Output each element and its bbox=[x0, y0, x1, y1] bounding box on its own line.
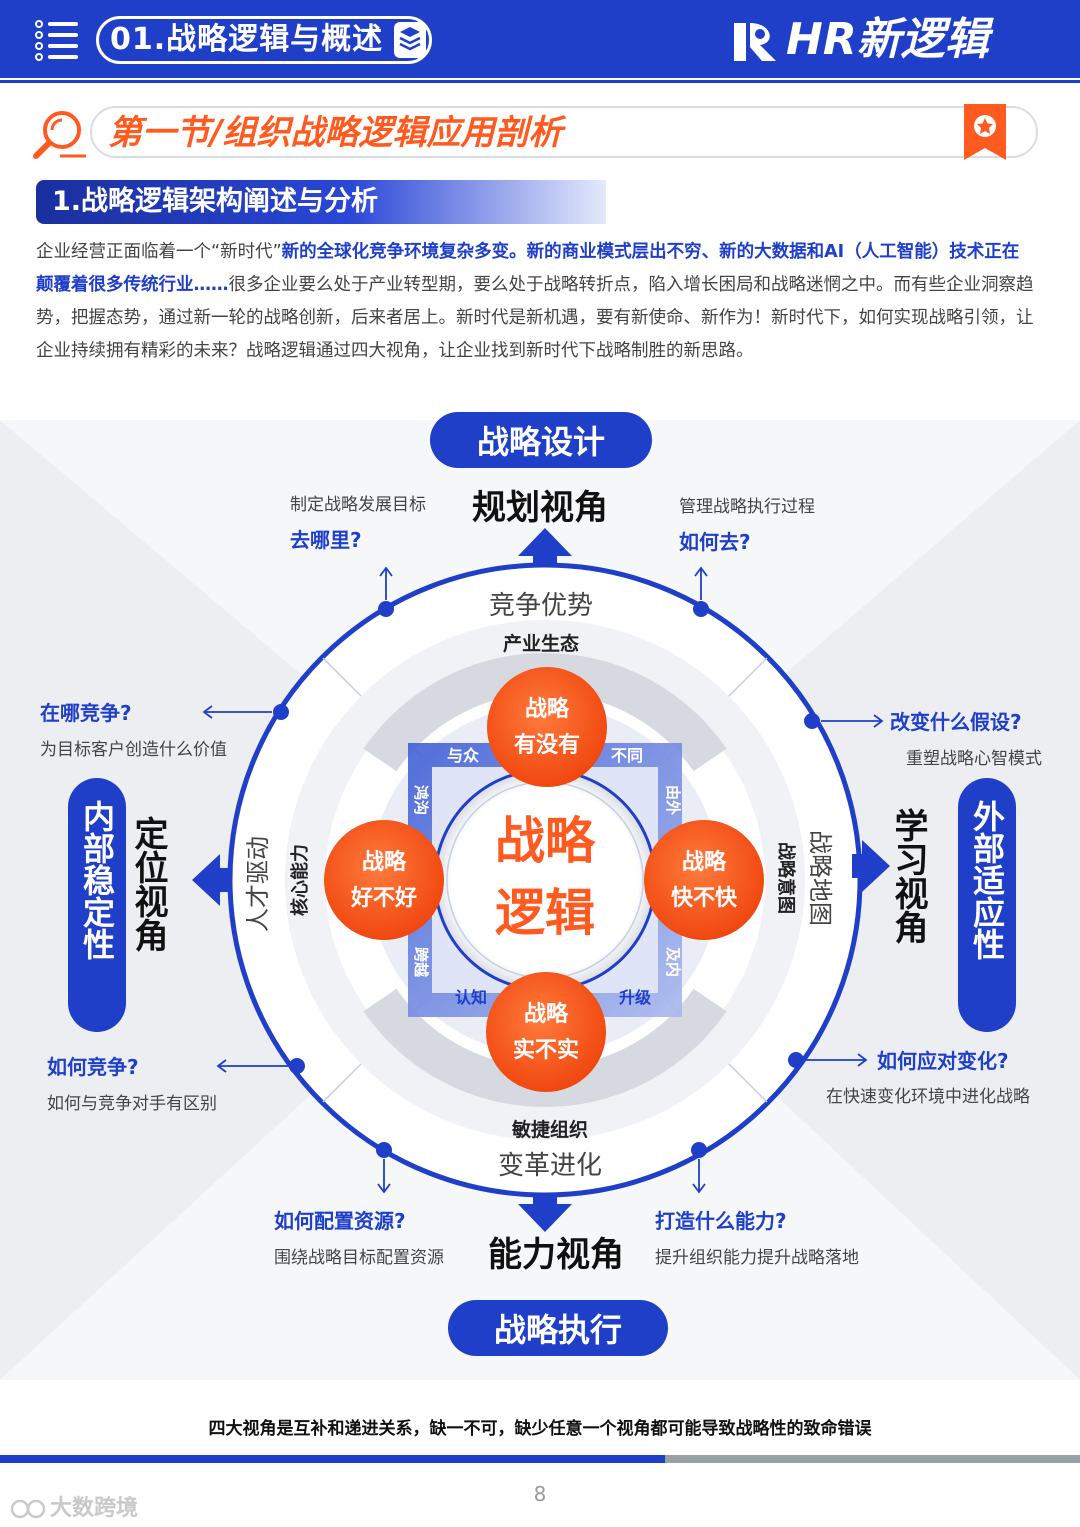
square-label-bottom-left: 认知 bbox=[455, 988, 487, 1007]
subheading-bar bbox=[36, 180, 606, 224]
paragraph-highlight: 新的全球化竞争环境复杂多变。新的商业模式层出不穷、新的大数据和AI（人工智能）技… bbox=[36, 242, 1020, 295]
pill-right: 外部适应性 bbox=[958, 778, 1016, 1032]
square-label-left-top: 鸿沟 bbox=[412, 785, 430, 815]
q-bottom-right-small: 提升组织能力提升战略落地 bbox=[655, 1248, 859, 1268]
q-right-bottom-question: 如何应对变化? bbox=[877, 1049, 1009, 1073]
ring-top-outer: 竞争优势 bbox=[489, 591, 593, 621]
q-top-right-small: 管理战略执行过程 bbox=[679, 497, 815, 517]
ring-right-outer: 战略地图 bbox=[806, 830, 834, 926]
pill-top-label: 战略设计 bbox=[477, 423, 605, 461]
view-left-title: 定位视角 bbox=[128, 816, 168, 953]
q-top-left-question: 去哪里? bbox=[290, 528, 362, 552]
pill-bottom-label: 战略执行 bbox=[494, 1311, 622, 1349]
header-underline bbox=[0, 80, 1080, 83]
circle-left-line1: 战略 bbox=[362, 849, 407, 875]
center-circle bbox=[433, 768, 657, 992]
q-left-bottom-small: 如何与竞争对手有区别 bbox=[47, 1094, 217, 1114]
q-bottom-right-question: 打造什么能力? bbox=[655, 1209, 787, 1233]
pill-top: 战略设计 bbox=[430, 412, 652, 468]
q-bottom-left-question: 如何配置资源? bbox=[274, 1209, 406, 1233]
square-label-left-bottom: 跨越 bbox=[412, 947, 430, 978]
q-bottom-left-small: 围绕战略目标配置资源 bbox=[274, 1248, 444, 1268]
circle-right: 战略 快不快 bbox=[644, 820, 764, 940]
ring-top-inner: 产业生态 bbox=[503, 632, 579, 655]
circle-right-line1: 战略 bbox=[682, 849, 727, 875]
square-label-top-right: 不同 bbox=[611, 746, 643, 765]
q-right-bottom-small: 在快速变化环境中进化战略 bbox=[826, 1087, 1030, 1107]
circle-left-line2: 好不好 bbox=[350, 885, 417, 911]
pill-left: 内部稳定性 bbox=[68, 778, 126, 1032]
footer-bar-blue bbox=[0, 1455, 665, 1463]
ring-bottom-inner: 敏捷组织 bbox=[511, 1118, 588, 1141]
arrow-down bbox=[518, 1194, 572, 1232]
book-stack-icon bbox=[394, 22, 426, 58]
circle-top: 战略 有没有 bbox=[487, 667, 607, 787]
arrow-right bbox=[852, 840, 890, 892]
magnifier-icon bbox=[33, 111, 86, 159]
ring-dots bbox=[273, 601, 820, 1158]
view-right-title: 学习视角 bbox=[888, 807, 928, 945]
pill-bottom: 战略执行 bbox=[448, 1300, 668, 1356]
q-right-top-small: 重塑战略心智模式 bbox=[906, 749, 1042, 769]
section-title: 第一节/组织战略逻辑应用剖析 bbox=[108, 113, 563, 153]
arrow-left bbox=[192, 854, 230, 906]
circle-top-line2: 有没有 bbox=[514, 732, 580, 758]
chapter-title: 01.战略逻辑与概述 bbox=[110, 22, 384, 57]
watermark-text: 大数跨境 bbox=[50, 1496, 139, 1521]
connector-arrows bbox=[202, 566, 884, 1194]
q-left-bottom-question: 如何竞争? bbox=[47, 1055, 139, 1079]
square-label-right-top: 由外 bbox=[664, 785, 682, 815]
circle-right-line2: 快不快 bbox=[671, 886, 738, 911]
center-label-2: 逻辑 bbox=[495, 884, 595, 942]
ring-right-inner: 战略意图 bbox=[775, 842, 797, 914]
circle-bottom-line1: 战略 bbox=[524, 1001, 569, 1027]
brand-logo: HR新逻辑 bbox=[730, 12, 1050, 68]
paragraph-part-3: 很多企业要么处于产业转型期，要么处于战略转折点，陷入增长困局和战略迷惘之中。而有… bbox=[36, 275, 1034, 361]
chapter-pill bbox=[96, 16, 432, 64]
pill-left-label: 内部稳定性 bbox=[78, 800, 116, 960]
pill-right-label: 外部适应性 bbox=[968, 800, 1006, 960]
section-pill bbox=[90, 106, 1038, 158]
direction-arrows bbox=[192, 528, 890, 1232]
middle-band bbox=[285, 620, 805, 1140]
circle-left: 战略 好不好 bbox=[324, 820, 444, 940]
ring-left-inner: 核心能力 bbox=[289, 844, 311, 916]
subheading-title: 1.战略逻辑架构阐述与分析 bbox=[52, 186, 379, 217]
star-ribbon-icon bbox=[964, 104, 1006, 160]
intro-paragraph: 企业经营正面临着一个“新时代”新的全球化竞争环境复杂多变。新的商业模式层出不穷、… bbox=[36, 236, 1036, 368]
q-left-top-small: 为目标客户创造什么价值 bbox=[40, 740, 227, 760]
strategy-logic-diagram: 战略 逻辑 与众 不同 认知 升级 鸿沟 跨越 由外 及内 战略 有没有 战略 … bbox=[0, 412, 1080, 1380]
circle-bottom-line2: 实不实 bbox=[513, 1037, 579, 1063]
ring-left-outer: 人才驱动 bbox=[244, 836, 272, 932]
header-bar bbox=[0, 0, 1080, 78]
square-label-right-bottom: 及内 bbox=[664, 947, 682, 977]
circle-bottom: 战略 实不实 bbox=[486, 972, 606, 1092]
footer-bar-gray bbox=[665, 1455, 1080, 1463]
square-label-bottom-right: 升级 bbox=[619, 988, 652, 1007]
footer-note: 四大视角是互补和递进关系，缺一不可，缺少任意一个视角都可能导致战略性的致命错误 bbox=[208, 1419, 872, 1439]
q-top-left-small: 制定战略发展目标 bbox=[290, 495, 426, 515]
brand-name: HR新逻辑 bbox=[786, 14, 989, 65]
watermark-logo-icon bbox=[10, 1499, 46, 1519]
view-top-title: 规划视角 bbox=[472, 488, 608, 528]
menu-list-icon[interactable] bbox=[34, 18, 80, 62]
q-top-right-question: 如何去? bbox=[679, 530, 751, 554]
view-bottom-title: 能力视角 bbox=[488, 1235, 624, 1275]
arrow-up bbox=[518, 528, 572, 566]
square-label-top-left: 与众 bbox=[447, 746, 480, 765]
page-number: 8 bbox=[533, 1482, 547, 1506]
circle-top-line1: 战略 bbox=[525, 696, 570, 722]
q-left-top-question: 在哪竞争? bbox=[40, 701, 132, 725]
paragraph-part-1: 企业经营正面临着一个“新时代” bbox=[36, 242, 282, 262]
brand-logo-icon bbox=[734, 23, 776, 61]
q-right-top-question: 改变什么假设? bbox=[890, 710, 1022, 734]
center-label-1: 战略 bbox=[495, 812, 596, 870]
ring-bottom-outer: 变革进化 bbox=[498, 1151, 602, 1181]
watermark: 大数跨境 bbox=[10, 1490, 138, 1522]
